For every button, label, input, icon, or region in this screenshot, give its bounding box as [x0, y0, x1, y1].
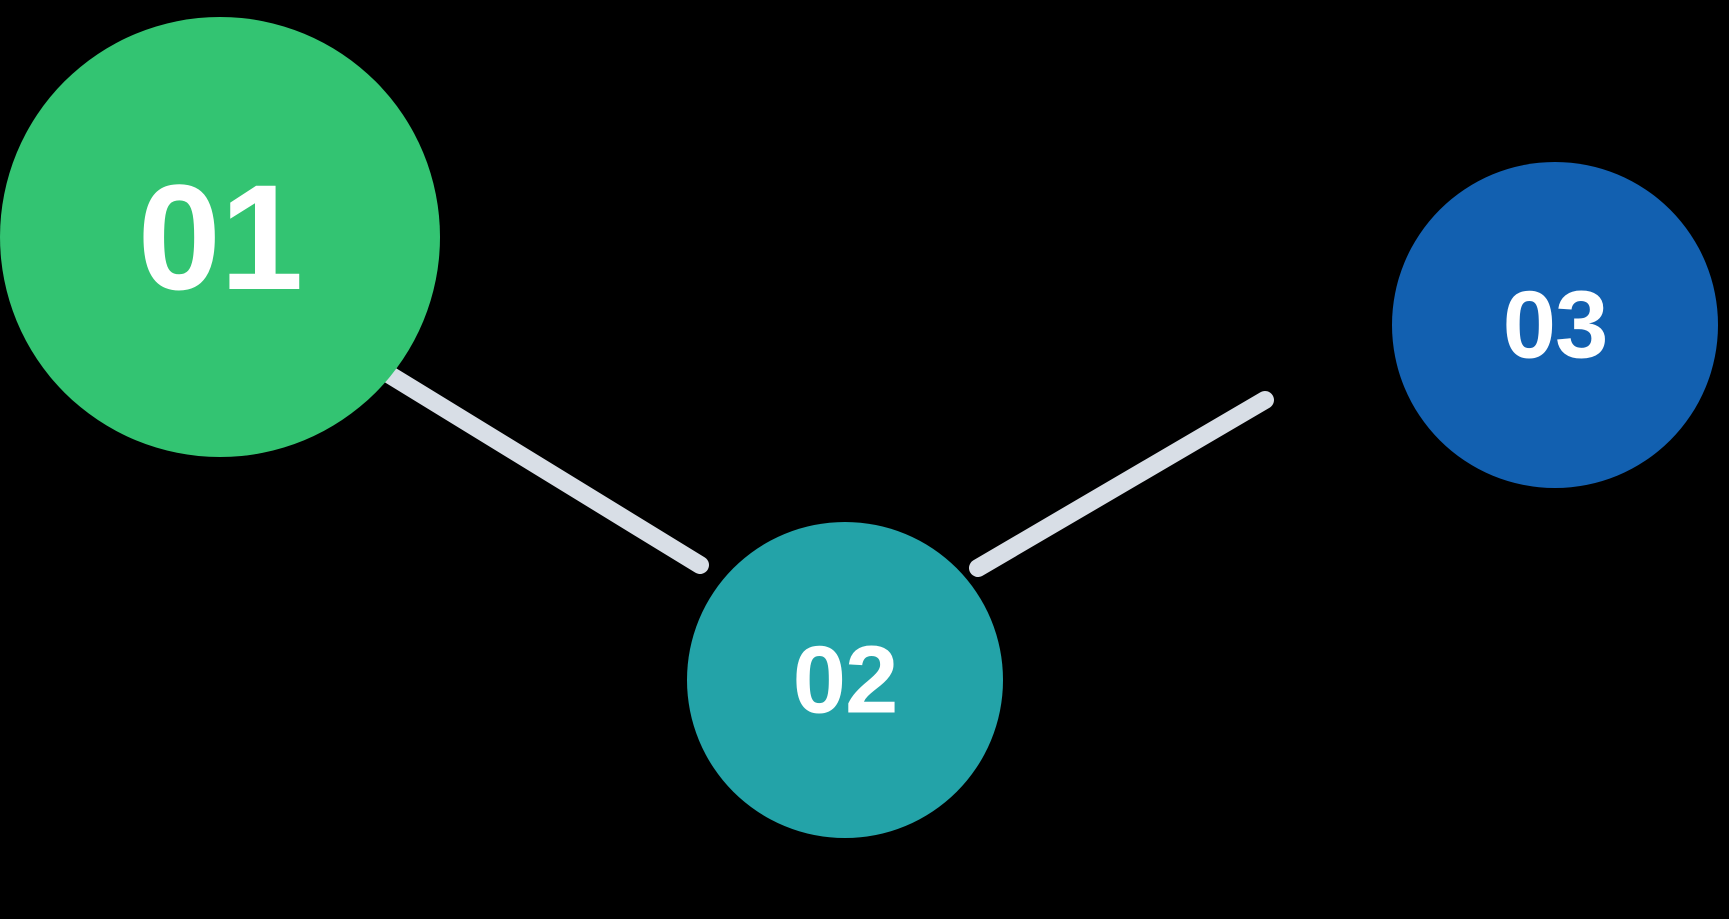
- connector-group: [381, 366, 1274, 577]
- step-node-01[interactable]: 01: [0, 17, 440, 457]
- step-03-circle[interactable]: [1392, 162, 1718, 488]
- step-node-02[interactable]: 02: [687, 522, 1003, 838]
- step-01-label: 01: [138, 153, 303, 321]
- step-01-circle[interactable]: [0, 17, 440, 457]
- connector-step-02-to-step-03: [969, 391, 1274, 577]
- step-node-03[interactable]: 03: [1392, 162, 1718, 488]
- step-02-circle[interactable]: [687, 522, 1003, 838]
- step-02-label: 02: [793, 627, 898, 734]
- step-03-label: 03: [1503, 272, 1608, 379]
- connector-step-01-to-step-02: [381, 366, 709, 574]
